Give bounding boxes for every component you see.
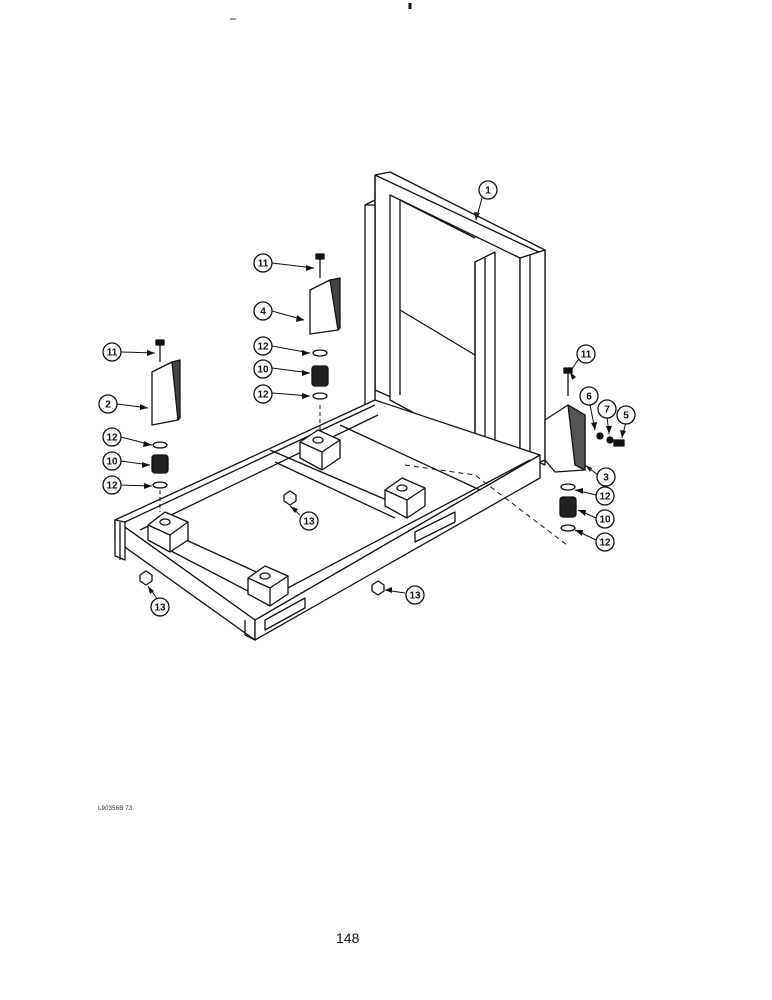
base-frame — [114, 399, 541, 641]
right-hardware-stack — [544, 367, 625, 532]
callout-label: 5 — [623, 411, 629, 422]
callout-label: 13 — [303, 517, 315, 528]
callout-c6: 6 — [579, 386, 599, 406]
callout-label: 12 — [106, 481, 118, 492]
callout-c7: 7 — [597, 399, 617, 419]
callout-label: 13 — [409, 591, 421, 602]
page-number: 148 — [336, 930, 360, 946]
callout-label: 11 — [107, 348, 118, 359]
callout-c3: 3 — [596, 467, 616, 487]
callout-c12b: 12 — [253, 384, 273, 404]
callout-label: 11 — [258, 259, 269, 270]
mount-blocks — [147, 429, 426, 607]
callout-label: 12 — [257, 342, 269, 353]
callout-label: 12 — [599, 538, 611, 549]
nuts — [139, 490, 385, 596]
callout-c5: 5 — [616, 405, 636, 425]
callout-label: 12 — [599, 492, 611, 503]
callout-label: 11 — [581, 350, 592, 361]
callout-c12d: 12 — [102, 475, 122, 495]
callout-c13c: 13 — [405, 585, 425, 605]
callout-c13b: 13 — [150, 597, 170, 617]
callout-label: 12 — [106, 433, 118, 444]
callout-c11b: 11 — [102, 342, 122, 362]
callout-c2: 2 — [98, 394, 118, 414]
callout-c10b: 10 — [102, 451, 122, 471]
callout-c12e: 12 — [595, 486, 615, 506]
callout-c11c: 11 — [576, 344, 596, 364]
callout-c10a: 10 — [253, 359, 273, 379]
callout-label: 3 — [603, 473, 609, 484]
callout-c4: 4 — [253, 301, 273, 321]
callout-label: 13 — [154, 603, 166, 614]
callout-c10c: 10 — [595, 509, 615, 529]
callout-c13a: 13 — [299, 511, 319, 531]
left-hardware-stack — [151, 339, 181, 489]
callout-c1: 1 — [478, 180, 498, 200]
callout-label: 4 — [260, 307, 266, 318]
callout-label: 12 — [257, 390, 269, 401]
callout-label: 6 — [586, 392, 592, 403]
callout-label: 2 — [105, 400, 111, 411]
callout-label: 10 — [106, 457, 118, 468]
figure-reference: L90356B 73 — [98, 806, 133, 812]
callout-label: 1 — [485, 186, 491, 197]
middle-hardware-stack — [309, 253, 341, 400]
callout-c11a: 11 — [253, 253, 273, 273]
back-frame — [364, 171, 546, 471]
callout-label: 10 — [599, 515, 611, 526]
callout-label: 10 — [257, 365, 269, 376]
callout-label: 7 — [604, 405, 610, 416]
callout-c12a: 12 — [253, 336, 273, 356]
callout-c12c: 12 — [102, 427, 122, 447]
callout-c12f: 12 — [595, 532, 615, 552]
